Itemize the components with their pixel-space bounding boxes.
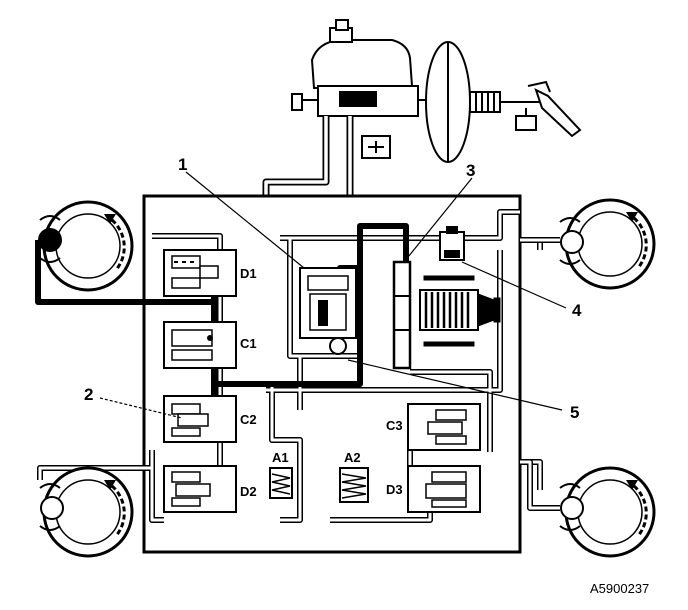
master-cylinder-assembly [291, 19, 582, 163]
valve-d1: D1 [163, 249, 257, 297]
valve-c1: C1 [163, 321, 257, 369]
valve-d3-label: D3 [386, 482, 403, 497]
reference-code: A5900237 [590, 581, 649, 596]
callout-5: 5 [570, 403, 579, 422]
pump-relay [439, 226, 465, 261]
return-pump-block [299, 267, 357, 355]
valve-d1-label: D1 [240, 266, 257, 281]
callout-4: 4 [572, 301, 582, 320]
valve-c1-label: C1 [240, 336, 257, 351]
valve-body-3 [392, 260, 412, 370]
leader-lines [99, 171, 567, 419]
callout-1: 1 [178, 155, 187, 174]
brake-disc-rear-left [39, 466, 134, 558]
valve-c2-label: C2 [240, 412, 257, 427]
callout-2: 2 [84, 385, 93, 404]
accumulator-a1-label: A1 [272, 450, 289, 465]
callout-3: 3 [466, 161, 475, 180]
brake-disc-rear-right [559, 466, 656, 558]
brake-disc-front-right [559, 198, 656, 290]
accumulator-a2-label: A2 [344, 450, 361, 465]
valve-c2: C2 [163, 395, 257, 443]
brake-disc-front-left [38, 200, 134, 292]
valve-d3: D3 [386, 465, 481, 513]
valve-d2-label: D2 [240, 484, 257, 499]
accumulator-a2: A2 [339, 450, 369, 503]
pump-motor [419, 275, 501, 347]
valve-d2: D2 [163, 465, 257, 513]
valve-c3-label: C3 [386, 418, 403, 433]
valve-c3: C3 [386, 403, 481, 451]
accumulator-a1: A1 [269, 450, 293, 499]
